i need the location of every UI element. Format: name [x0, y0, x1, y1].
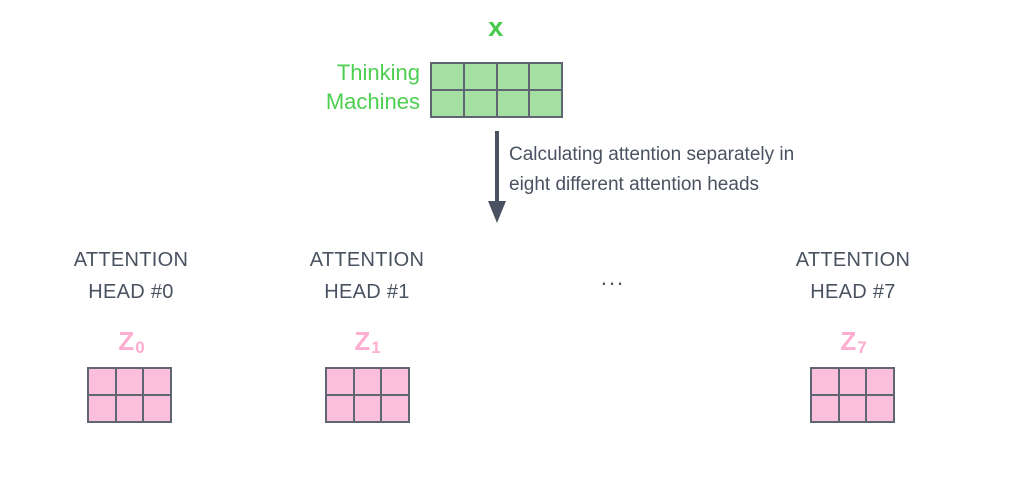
ellipsis-separator: ...	[600, 265, 626, 290]
matrix-cell	[464, 91, 496, 116]
matrix-cell	[327, 369, 353, 394]
matrix-cell	[812, 396, 838, 421]
output-label-base: Z	[354, 326, 371, 356]
input-matrix-label: x	[488, 12, 504, 42]
matrix-cell	[839, 396, 866, 421]
matrix-cell	[89, 369, 115, 394]
input-row-label-0: Thinking	[336, 60, 420, 85]
output-label-index: 0	[135, 338, 145, 357]
attention-head-0: ATTENTION HEAD #0 Z0	[31, 244, 231, 358]
matrix-cell	[530, 64, 561, 89]
matrix-cell	[382, 396, 408, 421]
matrix-cell	[867, 369, 893, 394]
annotation-line-2: eight different attention heads	[509, 174, 760, 195]
matrix-cell	[354, 396, 381, 421]
matrix-cell	[327, 396, 353, 421]
matrix-cell	[144, 396, 170, 421]
matrix-cell	[497, 91, 529, 116]
annotation-line-1: Calculating attention separately in	[509, 144, 795, 165]
attention-head-7-title-line-1: ATTENTION	[795, 249, 911, 271]
output-label-index: 7	[857, 338, 867, 357]
annotation-text: Calculating attention separately in eigh…	[509, 140, 909, 200]
matrix-cell	[354, 369, 381, 394]
attention-head-0-title-line-2: HEAD #0	[88, 281, 174, 303]
matrix-cell	[530, 91, 561, 116]
matrix-cell	[432, 91, 463, 116]
matrix-cell	[116, 369, 143, 394]
matrix-cell	[839, 369, 866, 394]
matrix-cell	[89, 396, 115, 421]
attention-head-0-output-label: Z0	[31, 328, 231, 358]
matrix-cell	[812, 369, 838, 394]
input-matrix-grid	[430, 62, 563, 118]
output-label-base: Z	[118, 326, 135, 356]
matrix-cell	[116, 396, 143, 421]
attention-head-1-output-matrix	[325, 367, 410, 423]
input-row-label-1: Machines	[325, 89, 420, 114]
down-arrow-icon	[488, 131, 506, 223]
matrix-cell	[497, 64, 529, 89]
matrix-cell	[867, 396, 893, 421]
attention-head-7-title-line-2: HEAD #7	[810, 281, 896, 303]
attention-head-1: ATTENTION HEAD #1 Z1	[267, 244, 467, 358]
attention-head-1-title-line-1: ATTENTION	[309, 249, 425, 271]
matrix-cell	[464, 64, 496, 89]
attention-head-1-output-label: Z1	[267, 328, 467, 358]
attention-head-0-output-matrix	[87, 367, 172, 423]
output-label-base: Z	[840, 326, 857, 356]
attention-head-1-title-line-2: HEAD #1	[324, 281, 410, 303]
attention-head-7-output-label: Z7	[753, 328, 953, 358]
matrix-cell	[144, 369, 170, 394]
input-row-labels: Thinking Machines	[240, 58, 420, 116]
matrix-cell	[432, 64, 463, 89]
attention-head-7-output-matrix	[810, 367, 895, 423]
output-label-index: 1	[371, 338, 381, 357]
attention-head-0-title-line-1: ATTENTION	[73, 249, 189, 271]
attention-head-7: ATTENTION HEAD #7 Z7	[753, 244, 953, 358]
matrix-cell	[382, 369, 408, 394]
